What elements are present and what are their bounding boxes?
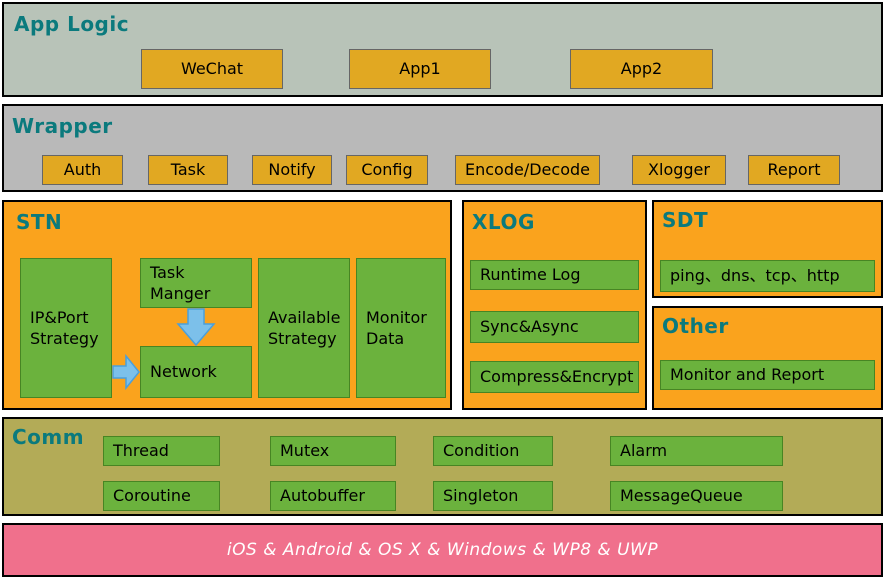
platform-bar-label: iOS & Android & OS X & Windows & WP8 & U… bbox=[226, 540, 659, 560]
box-wechat: WeChat bbox=[141, 49, 283, 89]
box-task: Task bbox=[148, 155, 228, 185]
box-network: Network bbox=[140, 346, 252, 398]
section-wrapper: Wrapper Auth Task Notify Config Encode/D… bbox=[2, 104, 883, 192]
section-title-sdt: SDT bbox=[662, 208, 709, 232]
box-auth: Auth bbox=[42, 155, 123, 185]
section-title-app-logic: App Logic bbox=[14, 12, 130, 36]
box-mutex: Mutex bbox=[270, 436, 396, 466]
box-config: Config bbox=[346, 155, 428, 185]
arrow-right-icon bbox=[112, 354, 140, 390]
section-app-logic: App Logic WeChat App1 App2 bbox=[2, 2, 883, 97]
box-ping-dns-tcp-http: ping、dns、tcp、http bbox=[660, 260, 875, 292]
box-runtime-log: Runtime Log bbox=[470, 260, 639, 290]
section-title-wrapper: Wrapper bbox=[12, 114, 113, 138]
panel-sdt: SDT ping、dns、tcp、http bbox=[652, 200, 883, 298]
section-title-stn: STN bbox=[16, 210, 63, 234]
section-title-comm: Comm bbox=[12, 425, 85, 449]
box-monitor-data: Monitor Data bbox=[356, 258, 446, 398]
box-sync-async: Sync&Async bbox=[470, 311, 639, 343]
panel-xlog: XLOG Runtime Log Sync&Async Compress&Enc… bbox=[462, 200, 647, 410]
box-messagequeue: MessageQueue bbox=[610, 481, 783, 511]
platform-bar: iOS & Android & OS X & Windows & WP8 & U… bbox=[2, 523, 883, 577]
arrow-down-icon bbox=[176, 308, 216, 346]
section-comm: Comm Thread Mutex Condition Alarm Corout… bbox=[2, 417, 883, 516]
box-encode-decode: Encode/Decode bbox=[455, 155, 600, 185]
box-task-manger: Task Manger bbox=[140, 258, 252, 308]
box-compress-encrypt: Compress&Encrypt bbox=[470, 361, 639, 393]
box-ip-port-strategy: IP&Port Strategy bbox=[20, 258, 112, 398]
section-title-other: Other bbox=[662, 314, 729, 338]
box-coroutine: Coroutine bbox=[103, 481, 220, 511]
panel-stn: STN IP&Port Strategy Task Manger Network… bbox=[2, 200, 452, 410]
box-alarm: Alarm bbox=[610, 436, 783, 466]
panel-other: Other Monitor and Report bbox=[652, 306, 883, 410]
box-monitor-and-report: Monitor and Report bbox=[660, 360, 875, 390]
box-singleton: Singleton bbox=[433, 481, 553, 511]
box-app2: App2 bbox=[570, 49, 713, 89]
box-thread: Thread bbox=[103, 436, 220, 466]
box-notify: Notify bbox=[252, 155, 332, 185]
box-autobuffer: Autobuffer bbox=[270, 481, 396, 511]
box-report: Report bbox=[748, 155, 840, 185]
box-xlogger: Xlogger bbox=[632, 155, 726, 185]
section-title-xlog: XLOG bbox=[472, 210, 535, 234]
box-condition: Condition bbox=[433, 436, 553, 466]
box-app1: App1 bbox=[349, 49, 491, 89]
box-available-strategy: Available Strategy bbox=[258, 258, 350, 398]
